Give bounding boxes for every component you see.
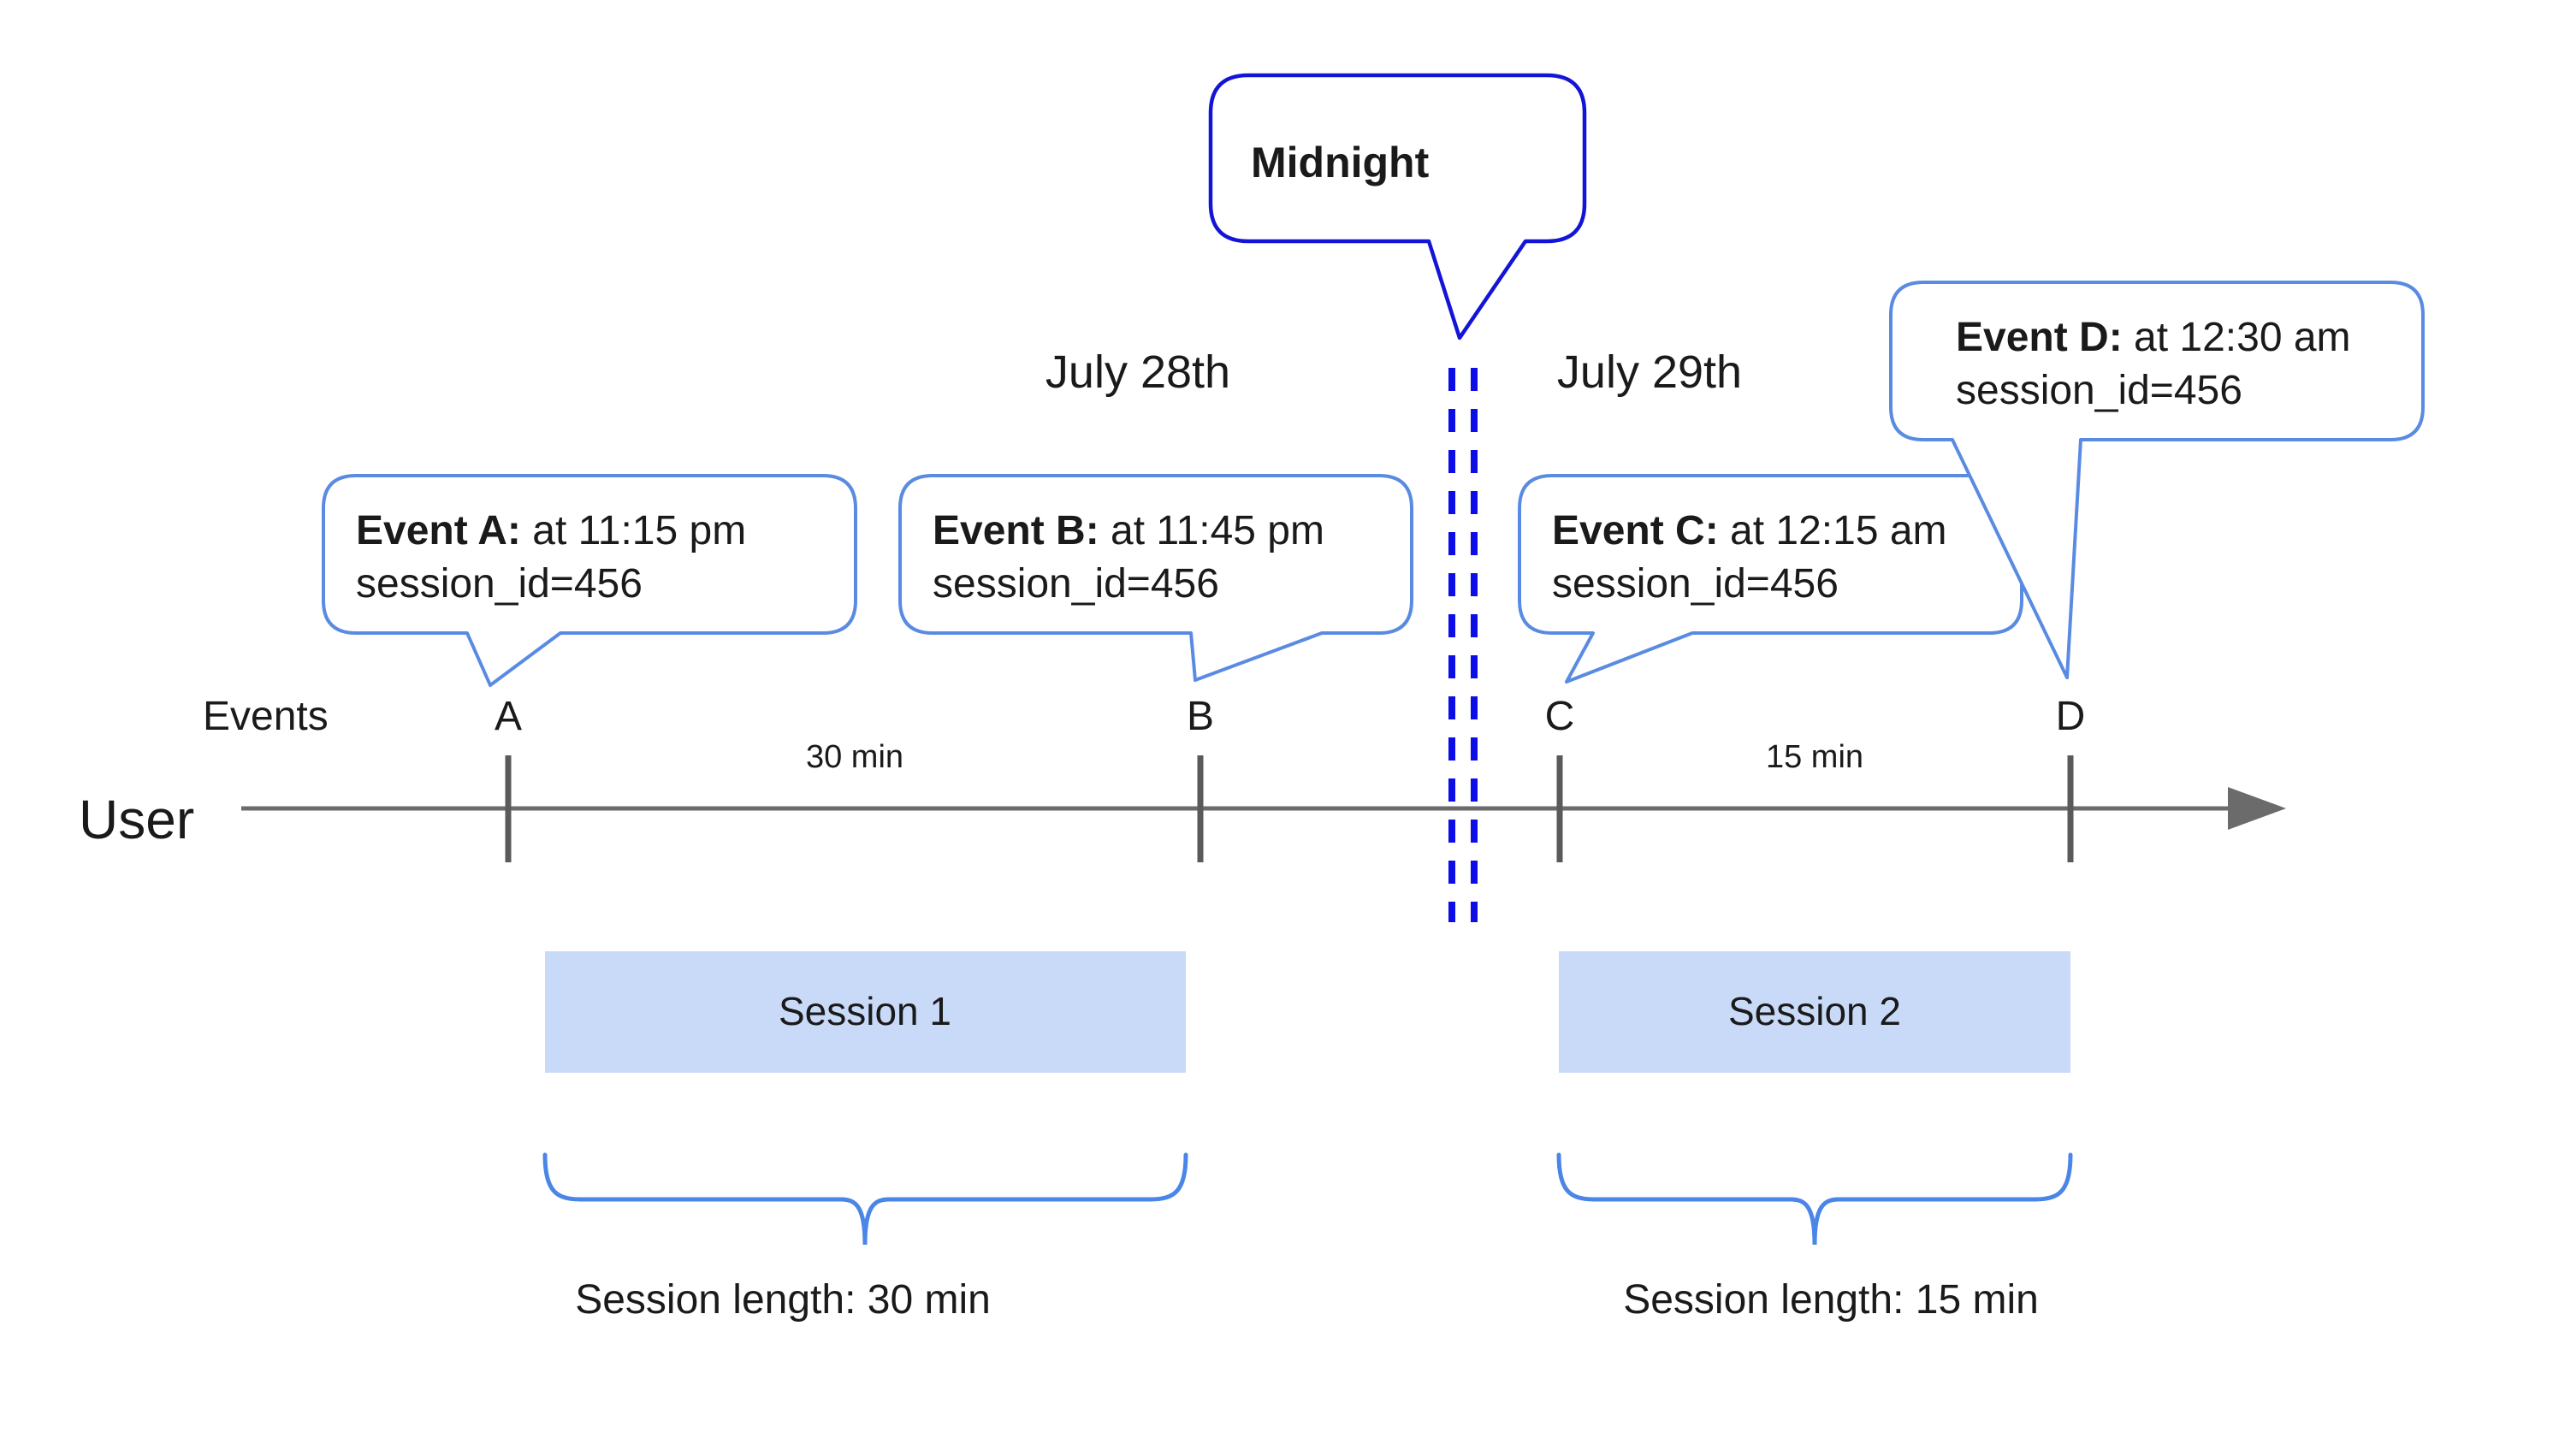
session-1-brace <box>542 1152 1188 1246</box>
date-label-july-28: July 28th <box>1045 346 1231 398</box>
tick-label-d: D <box>2055 694 2086 739</box>
event-b-callout-bubble <box>898 474 1413 682</box>
event-c-line-1: Event C: at 12:15 am <box>1552 508 1947 553</box>
event-c-callout-text: Event C: at 12:15 am session_id=456 <box>1552 505 1947 611</box>
event-b-line-2: session_id=456 <box>933 561 1219 607</box>
date-label-july-29: July 29th <box>1556 346 1743 398</box>
event-d-line-1: Event D: at 12:30 am <box>1956 315 2351 360</box>
midnight-callout-label: Midnight <box>1251 139 1430 186</box>
tick-label-a: A <box>494 694 523 739</box>
tick-label-b: B <box>1186 694 1215 739</box>
user-axis-label: User <box>79 789 195 850</box>
gap-label-30-min: 30 min <box>805 739 904 775</box>
session-1-length-label: Session length: 30 min <box>575 1277 991 1323</box>
event-d-line-2: session_id=456 <box>1956 368 2242 413</box>
session-1-bar <box>545 951 1186 1073</box>
event-d-callout-text: Event D: at 12:30 am session_id=456 <box>1956 311 2351 417</box>
session-2-brace <box>1556 1152 2073 1246</box>
timeline-arrowhead-icon <box>2228 787 2286 830</box>
event-a-line-1: Event A: at 11:15 pm <box>356 508 747 553</box>
tick-label-c: C <box>1544 694 1575 739</box>
session-1-label: Session 1 <box>778 989 952 1033</box>
session-2-bar <box>1559 951 2070 1073</box>
event-b-callout-text: Event B: at 11:45 pm session_id=456 <box>933 505 1324 611</box>
session-2-length-label: Session length: 15 min <box>1623 1277 2039 1323</box>
event-b-line-1: Event B: at 11:45 pm <box>933 508 1324 553</box>
event-a-line-2: session_id=456 <box>356 561 643 607</box>
gap-label-15-min: 15 min <box>1765 739 1864 775</box>
midnight-callout-bubble <box>1208 73 1587 340</box>
event-c-line-2: session_id=456 <box>1552 561 1839 607</box>
event-d-callout-bubble <box>1889 281 2425 679</box>
events-axis-label: Events <box>203 694 329 739</box>
event-a-callout-bubble <box>322 474 857 687</box>
event-a-callout-text: Event A: at 11:15 pm session_id=456 <box>356 505 746 611</box>
session-2-label: Session 2 <box>1727 989 1902 1033</box>
